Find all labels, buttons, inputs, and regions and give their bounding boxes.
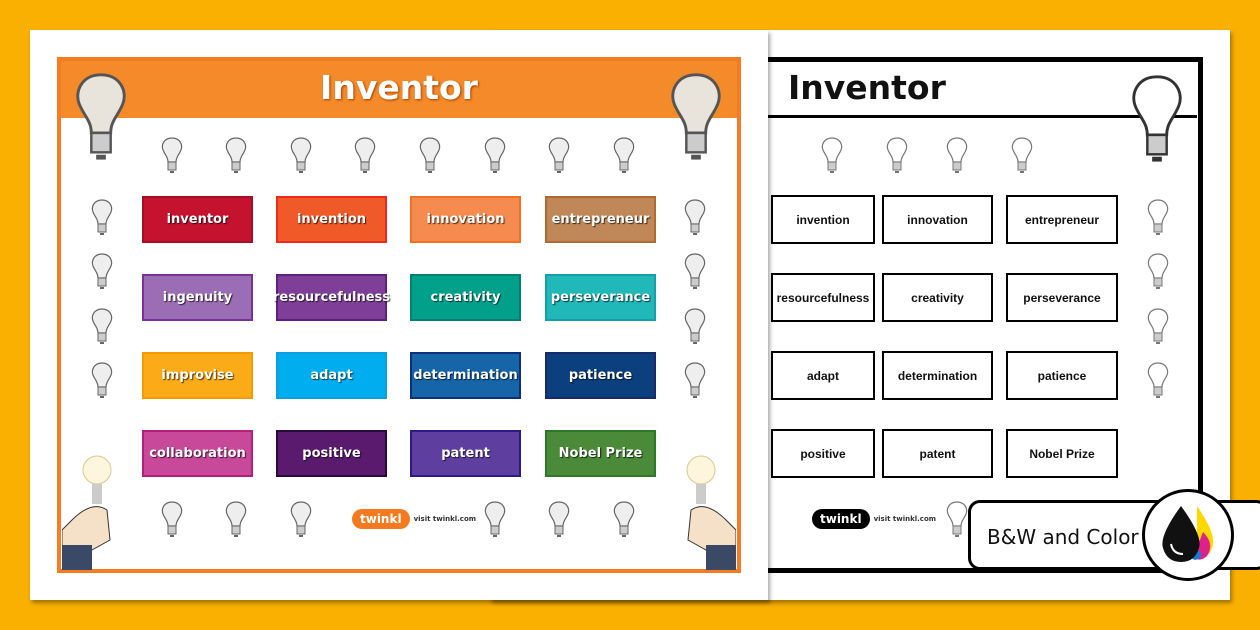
- word-card: resourcefulness: [273, 274, 390, 321]
- bw-twinkl-logo: twinkl visit twinkl.com: [812, 509, 936, 529]
- large-light-bulb-icon: [1127, 72, 1187, 164]
- word-card: inventor: [142, 196, 253, 243]
- orange-header: [61, 61, 737, 118]
- light-bulb-icon: [90, 361, 114, 399]
- light-bulb-icon: [1146, 198, 1170, 236]
- word-card: positive: [276, 430, 387, 477]
- light-bulb-icon: [683, 361, 707, 399]
- word-card: invention: [276, 196, 387, 243]
- bw-word-card: invention: [771, 195, 875, 244]
- ink-drops-icon: [1142, 489, 1234, 581]
- bw-word-card: creativity: [882, 273, 993, 322]
- bw-word-card: positive: [771, 429, 875, 478]
- bw-word-card: patent: [882, 429, 993, 478]
- word-card: ingenuity: [142, 274, 253, 321]
- light-bulb-icon: [612, 136, 636, 174]
- light-bulb-icon: [547, 500, 571, 538]
- light-bulb-icon: [612, 500, 636, 538]
- light-bulb-icon: [820, 136, 844, 174]
- word-card: determination: [410, 352, 521, 399]
- light-bulb-icon: [353, 136, 377, 174]
- light-bulb-icon: [160, 136, 184, 174]
- light-bulb-icon: [1146, 361, 1170, 399]
- large-light-bulb-icon: [666, 70, 726, 162]
- badge-label: B&W and Color: [987, 525, 1139, 549]
- light-bulb-icon: [224, 500, 248, 538]
- light-bulb-icon: [885, 136, 909, 174]
- hand-holding-bulb-icon: [686, 455, 736, 570]
- orange-frame: [57, 57, 741, 573]
- bw-word-card: patience: [1006, 351, 1118, 400]
- word-card: patience: [545, 352, 656, 399]
- bw-word-card: adapt: [771, 351, 875, 400]
- light-bulb-icon: [483, 500, 507, 538]
- light-bulb-icon: [1146, 307, 1170, 345]
- word-card: adapt: [276, 352, 387, 399]
- light-bulb-icon: [683, 198, 707, 236]
- word-card: perseverance: [545, 274, 656, 321]
- word-card: improvise: [142, 352, 253, 399]
- word-card: innovation: [410, 196, 521, 243]
- light-bulb-icon: [945, 136, 969, 174]
- light-bulb-icon: [547, 136, 571, 174]
- light-bulb-icon: [683, 307, 707, 345]
- hand-holding-bulb-icon: [62, 455, 112, 570]
- bw-word-card: perseverance: [1006, 273, 1118, 322]
- light-bulb-icon: [160, 500, 184, 538]
- twinkl-logo: twinkl visit twinkl.com: [352, 509, 476, 529]
- bw-word-card: innovation: [882, 195, 993, 244]
- bw-header: [765, 60, 1197, 118]
- bw-title: Inventor: [788, 68, 946, 107]
- word-card: entrepreneur: [545, 196, 656, 243]
- light-bulb-icon: [289, 500, 313, 538]
- light-bulb-icon: [289, 136, 313, 174]
- word-card: Nobel Prize: [545, 430, 656, 477]
- bw-frame: [765, 57, 1203, 573]
- light-bulb-icon: [683, 252, 707, 290]
- light-bulb-icon: [945, 500, 969, 538]
- light-bulb-icon: [90, 252, 114, 290]
- light-bulb-icon: [90, 307, 114, 345]
- light-bulb-icon: [483, 136, 507, 174]
- light-bulb-icon: [1146, 252, 1170, 290]
- color-sheet-preview: Inventor inventor invention innovation entr…: [30, 30, 768, 600]
- bw-word-card: resourcefulness: [771, 273, 875, 322]
- word-card: patent: [410, 430, 521, 477]
- light-bulb-icon: [90, 198, 114, 236]
- bw-word-card: entrepreneur: [1006, 195, 1118, 244]
- word-card: creativity: [410, 274, 521, 321]
- light-bulb-icon: [418, 136, 442, 174]
- bw-word-card: Nobel Prize: [1006, 429, 1118, 478]
- large-light-bulb-icon: [71, 70, 131, 162]
- bw-word-card: determination: [882, 351, 993, 400]
- light-bulb-icon: [224, 136, 248, 174]
- light-bulb-icon: [1010, 136, 1034, 174]
- color-title: Inventor: [320, 68, 478, 107]
- word-card: collaboration: [142, 430, 253, 477]
